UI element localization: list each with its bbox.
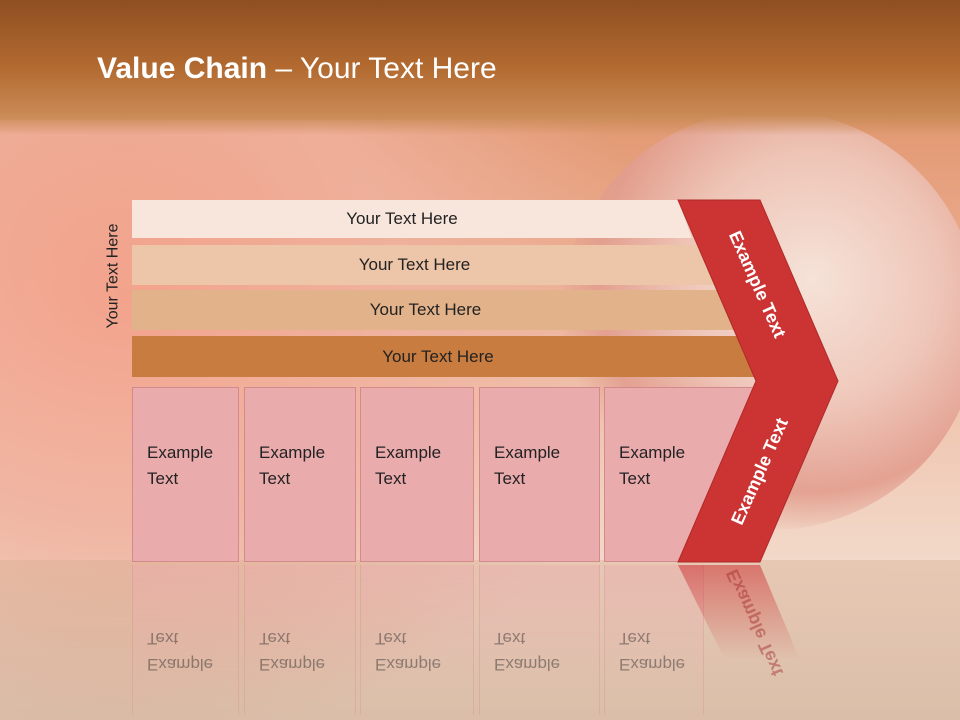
cell-1-text: Example Text [147, 443, 214, 488]
cell-3-reflection: Example Text [360, 565, 474, 715]
title-rest: – Your Text Here [267, 52, 497, 85]
cell-2: Example Text [244, 387, 356, 562]
cell-3-text: Example Text [375, 443, 442, 488]
chevron-reflection [678, 565, 800, 660]
bar-4-label: Your Text Here [382, 346, 494, 366]
cell-4-text: Example Text [494, 443, 561, 488]
cell-4-reflection: Example Text [479, 565, 600, 715]
slide-title: Value Chain – Your Text Here [97, 52, 497, 86]
cell-1-reflection: Example Text [132, 565, 239, 715]
bar-2-label: Your Text Here [358, 255, 471, 274]
cell-5-text: Example Text [619, 443, 686, 488]
bar-3-label: Your Text Here [369, 300, 482, 319]
cell-3: Example Text [360, 387, 474, 562]
title-bold: Value Chain [97, 52, 268, 85]
bar-3: Your Text Here [132, 290, 739, 330]
cell-2-text: Example Text [259, 443, 326, 488]
cell-4: Example Text [479, 387, 600, 562]
bar-4: Your Text Here [132, 336, 764, 377]
bar-1: Your Text Here [132, 200, 692, 238]
background-tea-leaves [0, 560, 960, 720]
cell-5-reflection: Example Text [604, 565, 704, 715]
chevron-shape [677, 199, 839, 563]
bar-2: Your Text Here [132, 245, 717, 285]
bar-1-label: Your Text Here [346, 209, 458, 228]
cell-2-reflection: Example Text [244, 565, 356, 715]
cell-1: Example Text [132, 387, 239, 562]
header-band [0, 0, 960, 135]
